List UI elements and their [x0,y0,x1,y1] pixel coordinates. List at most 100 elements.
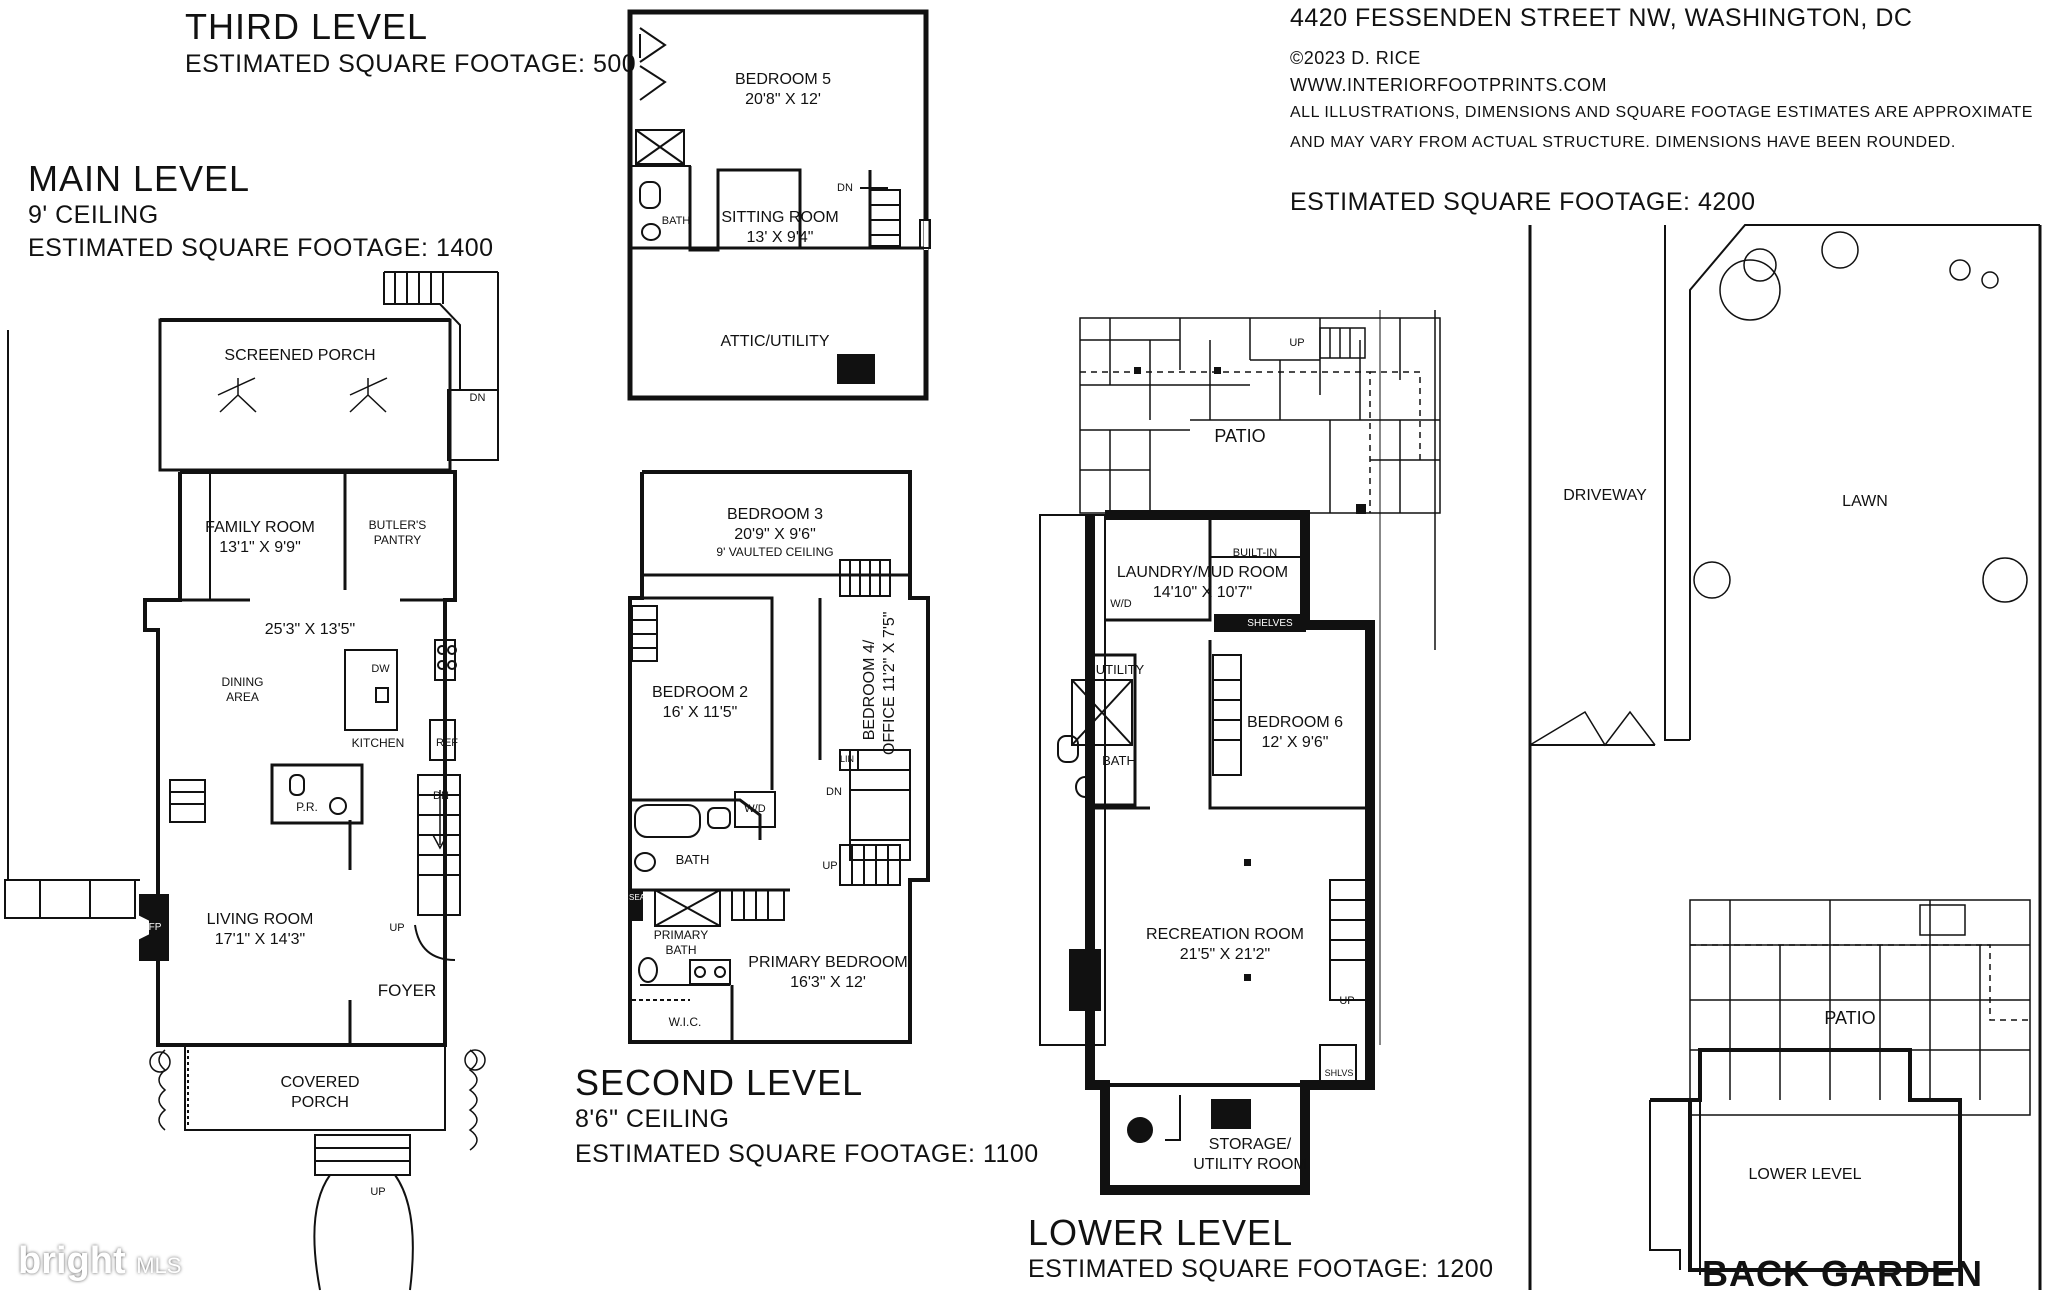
main-level-plan [4,271,499,1291]
kitchen-label: KITCHEN [351,736,405,750]
storage-utility-room-label: STORAGE/ UTILITY ROOM [1180,1135,1320,1175]
stair-down-main: DN [433,790,449,802]
lower-level-garden-label: LOWER LEVEL [1748,1166,1862,1183]
room-name: LIVING ROOM [206,911,314,928]
room-dimensions: 20'8" X 12' [745,91,821,108]
walk-in-closet-label: W.I.C. [668,1015,702,1029]
stair-up-second: UP [822,860,838,872]
room-name: RECREATION ROOM [1146,926,1304,943]
bath-lower-label: BATH [1102,753,1136,768]
bath-third-label: BATH [661,215,691,227]
room-dimensions: 13'1" X 9'9" [219,539,301,556]
room-name: BEDROOM 5 [734,71,831,88]
powder-room-label: P.R. [296,800,318,814]
stair-down-second: DN [826,786,842,798]
great-room-dimensions: 25'3" X 13'5" [264,621,356,638]
primary-bath-label: PRIMARY BATH [646,928,716,958]
room-name-2: PANTRY [373,533,422,547]
bedroom-2-label: BEDROOM 2 16' X 11'5" [640,683,760,723]
room-name: COVERED [280,1074,360,1091]
second-level-sqft: ESTIMATED SQUARE FOOTAGE: 1100 [575,1140,1039,1168]
room-name-2: BATH [665,943,697,957]
disclaimer-line-1: ALL ILLUSTRATIONS, DIMENSIONS AND SQUARE… [1290,104,2033,121]
third-level-plan [627,9,931,401]
lower-level-sqft: ESTIMATED SQUARE FOOTAGE: 1200 [1028,1255,1494,1283]
logo-suffix: MLS [136,1253,182,1278]
main-level-sqft: ESTIMATED SQUARE FOOTAGE: 1400 [28,234,494,262]
second-level-title: SECOND LEVEL [575,1062,864,1103]
second-level-plan [628,470,930,1044]
utility-label: UTILITY [1095,662,1145,677]
room-name-2: UTILITY ROOM [1193,1156,1307,1173]
laundry-mud-room-label: LAUNDRY/MUD ROOM 14'10" X 10'7" [1105,563,1300,603]
seat-label: SEAT [629,893,650,902]
dining-area-label: DINING AREA [210,675,275,705]
refrigerator-label: REF [436,737,458,749]
bright-mls-logo: bright MLS [18,1240,181,1283]
bedroom-6-label: BEDROOM 6 12' X 9'6" [1240,713,1350,753]
lower-level-title: LOWER LEVEL [1028,1212,1294,1253]
room-name: DINING [221,675,264,689]
room-note: 9' VAULTED CEILING [716,545,834,559]
room-name-2: OFFICE [881,696,898,755]
bedroom-5-label: BEDROOM 5 20'8" X 12' [718,70,848,110]
attic-utility-label: ATTIC/UTILITY [720,333,830,350]
primary-bedroom-label: PRIMARY BEDROOM 16'3" X 12' [738,953,918,993]
bedroom-3-label: BEDROOM 3 20'9" X 9'6" 9' VAULTED CEILIN… [700,505,850,560]
main-level-ceiling: 9' CEILING [28,201,159,229]
third-level-sqft: ESTIMATED SQUARE FOOTAGE: 500 [185,50,637,78]
patio-lower-label: PATIO [1214,426,1266,446]
room-name-2: PORCH [291,1094,349,1111]
bath-second-label: BATH [675,852,710,867]
family-room-label: FAMILY ROOM 13'1" X 9'9" [190,518,330,558]
main-level-title: MAIN LEVEL [28,158,251,199]
driveway-label: DRIVEWAY [1563,487,1647,504]
room-name: FAMILY ROOM [205,519,315,536]
built-in-label: BUILT-IN [1232,547,1278,559]
stair-down-third: DN [837,182,853,194]
room-name: BEDROOM 6 [1246,714,1343,731]
second-level-ceiling: 8'6" CEILING [575,1105,730,1133]
washer-dryer-lower-label: W/D [1110,598,1132,610]
fireplace-label: FP [148,922,162,933]
address: 4420 FESSENDEN STREET NW, WASHINGTON, DC [1290,4,1913,32]
sitting-room-label: SITTING ROOM 13' X 9'4" [710,208,850,248]
screened-porch-label: SCREENED PORCH [224,347,376,364]
living-room-label: LIVING ROOM 17'1" X 14'3" [190,910,330,950]
foyer-label: FOYER [377,981,437,1000]
logo-brand: bright [18,1240,126,1282]
website: WWW.INTERIORFOOTPRINTS.COM [1290,75,1607,95]
room-name: BEDROOM 3 [726,506,823,523]
room-dimensions: 20'9" X 9'6" [734,526,816,543]
third-level-title: THIRD LEVEL [185,6,429,47]
room-name: LAUNDRY/MUD ROOM [1116,564,1289,581]
room-dimensions: 16'3" X 12' [790,974,866,991]
room-name: STORAGE/ [1208,1136,1292,1153]
room-name: BEDROOM 2 [651,684,748,701]
shelves-label: SHELVES [1247,618,1293,629]
stair-up-lower: UP [1339,995,1355,1007]
back-garden-title: BACK GARDEN [1702,1253,1983,1294]
room-dimensions: 11'2" X 7'5" [881,611,898,692]
covered-porch-label: COVERED PORCH [270,1073,370,1113]
back-garden-plan [1528,224,2042,1290]
room-name: BEDROOM 4/ [861,639,878,741]
room-dimensions: 12' X 9'6" [1261,734,1329,751]
lawn-label: LAWN [1842,493,1888,510]
room-name-2: AREA [226,690,259,704]
stair-up-patio: UP [1289,337,1305,349]
copyright: ©2023 D. RICE [1290,48,1421,68]
room-name-dim-line: OFFICE 11'2" X 7'5" [880,612,900,755]
patio-garden-label: PATIO [1824,1008,1876,1028]
room-name: BUTLER'S [368,518,427,532]
stair-up-walk: UP [370,1186,386,1198]
room-name: SITTING ROOM [721,209,839,226]
stair-up-main: UP [389,922,405,934]
butlers-pantry-label: BUTLER'S PANTRY [355,518,440,548]
room-dimensions: 14'10" X 10'7" [1152,584,1253,601]
room-dimensions: 17'1" X 14'3" [214,931,306,948]
lower-level-plan [1039,310,1441,1195]
shelves-rec-label: SHLVS [1324,1068,1354,1078]
room-dimensions: 13' X 9'4" [746,229,814,246]
